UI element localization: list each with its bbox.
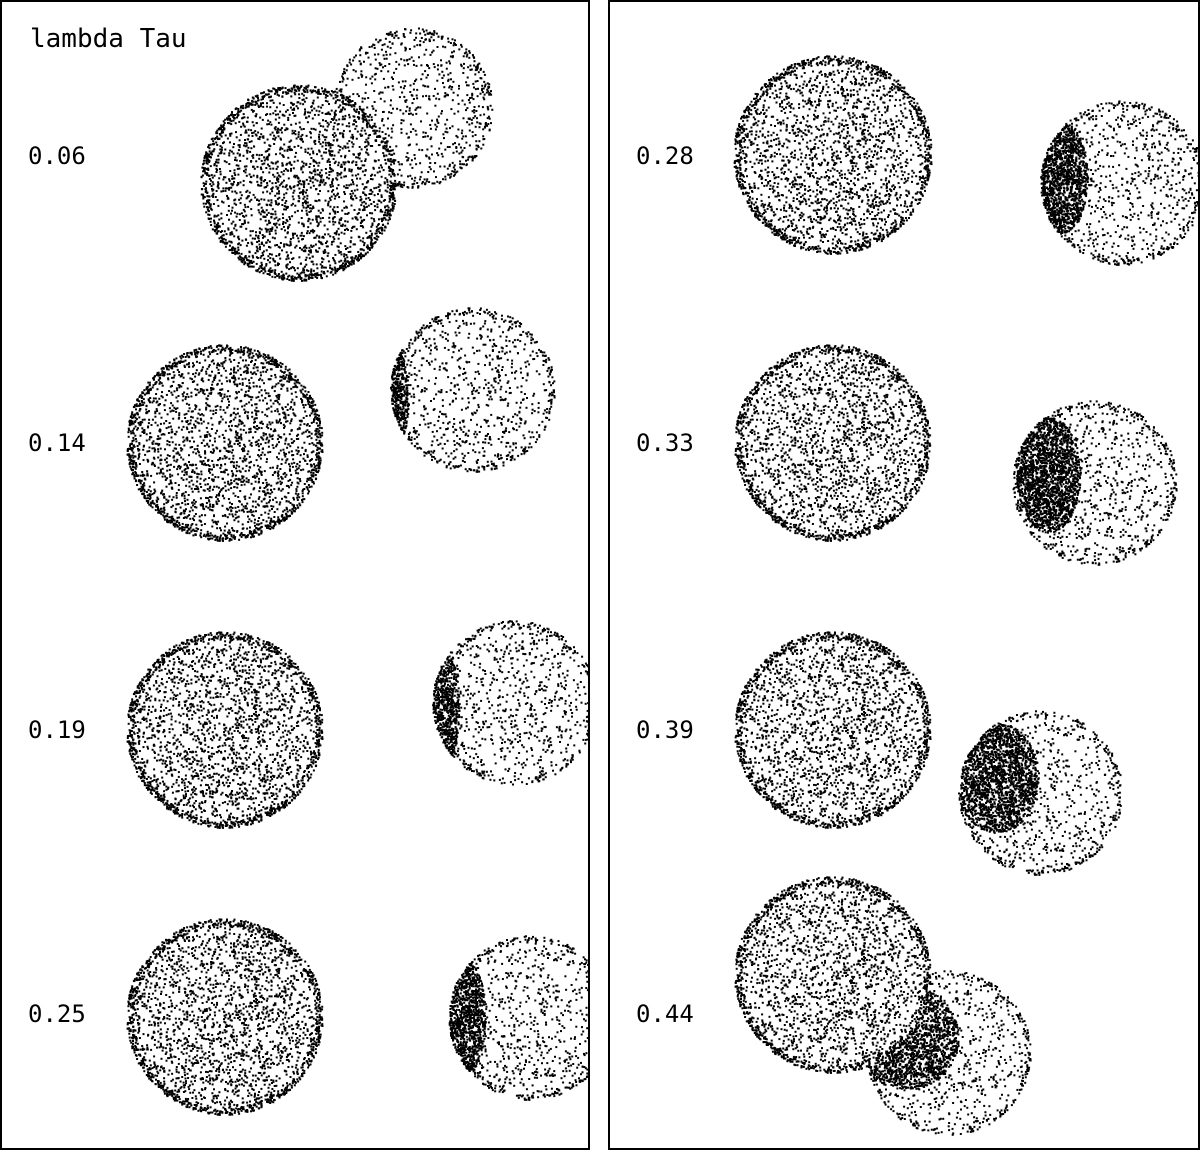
primary-star (734, 631, 932, 829)
primary-star (126, 344, 324, 542)
phase-label: 0.19 (28, 716, 86, 744)
primary-star (734, 876, 932, 1074)
phase-label: 0.14 (28, 429, 86, 457)
secondary-star (867, 970, 1032, 1136)
right-panel: 0.28 0.33 0.39 0.44 (608, 0, 1200, 1150)
phase-label: 0.39 (636, 716, 694, 744)
primary-star (734, 344, 932, 542)
secondary-star (958, 710, 1122, 876)
primary-star (200, 84, 398, 282)
phase-label: 0.06 (28, 142, 86, 170)
primary-star (126, 631, 324, 829)
secondary-star (432, 620, 588, 786)
right-panel-drawing (733, 55, 1198, 1136)
secondary-star (1012, 400, 1178, 566)
left-panel-drawing (126, 27, 588, 1116)
phase-label: 0.28 (636, 142, 694, 170)
phase-label: 0.25 (28, 1000, 86, 1028)
phase-label: 0.33 (636, 429, 694, 457)
secondary-star (1040, 100, 1198, 266)
secondary-star (390, 307, 556, 473)
figure-title: lambda Tau (30, 24, 187, 54)
secondary-star (334, 27, 494, 189)
primary-star (733, 55, 933, 255)
left-panel: lambda Tau 0.06 0.14 0.19 0.25 (0, 0, 590, 1150)
primary-star (126, 918, 324, 1116)
secondary-star (448, 935, 588, 1101)
phase-label: 0.44 (636, 1000, 694, 1028)
